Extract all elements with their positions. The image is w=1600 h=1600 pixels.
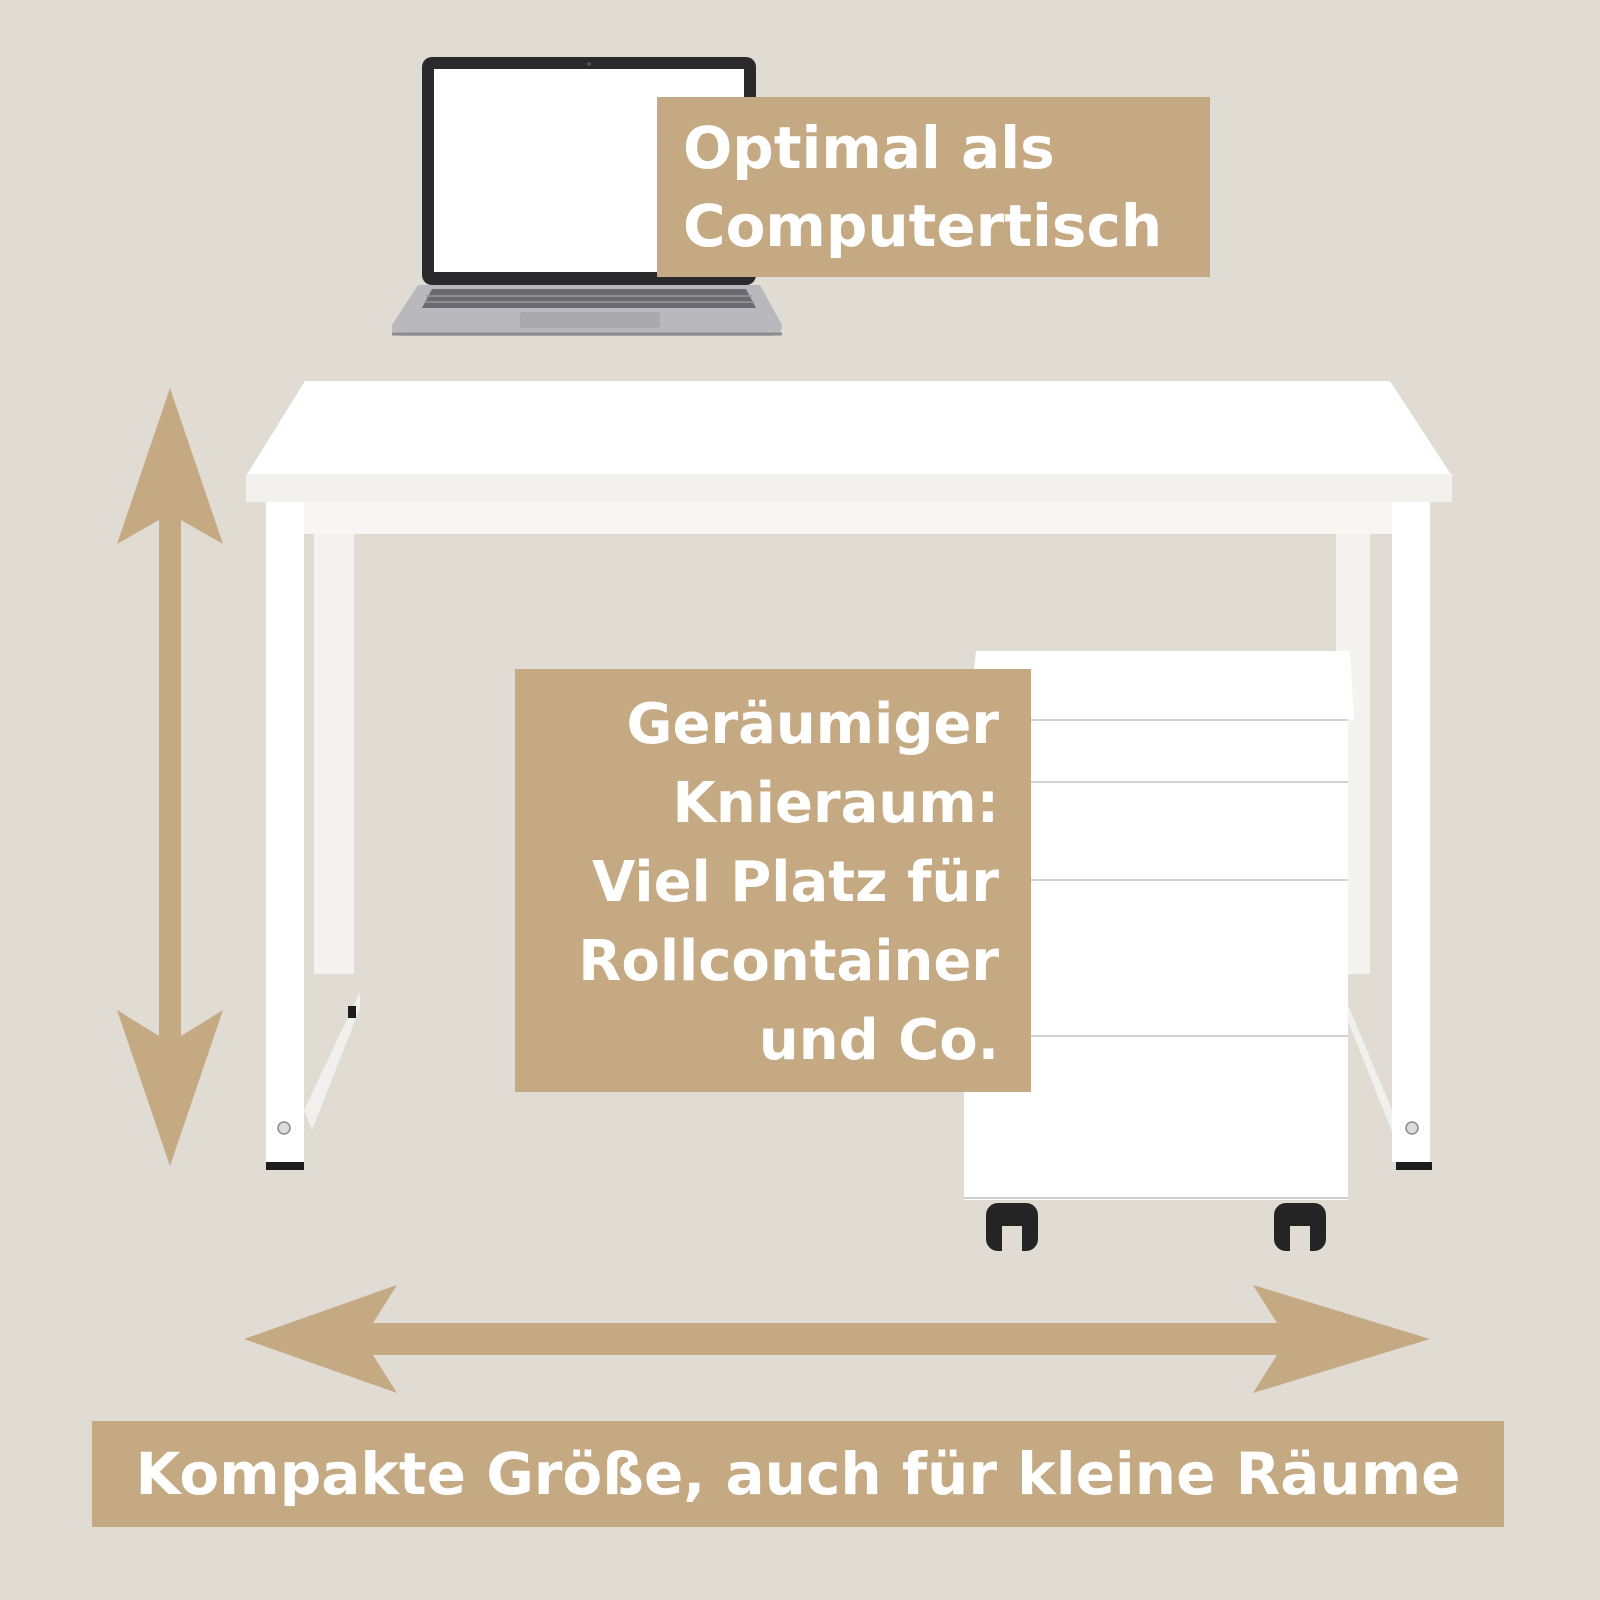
computer-desk-label-line-1: Optimal als <box>683 114 1055 182</box>
knee-space-label-line-1: Geräumiger <box>626 692 999 757</box>
computer-desk-label: Optimal als Computertisch <box>657 97 1210 277</box>
computer-desk-label-line-2: Computertisch <box>683 192 1163 260</box>
knee-space-label: Geräumiger Knieraum: Viel Platz für Roll… <box>515 669 1031 1092</box>
width-arrow-icon <box>244 1285 1430 1393</box>
knee-space-label-line-5: und Co. <box>758 1008 999 1073</box>
knee-space-label-line-3: Viel Platz für <box>592 850 999 915</box>
desk-illustration <box>246 381 1452 1170</box>
compact-size-label: Kompakte Größe, auch für kleine Räume <box>92 1421 1504 1527</box>
height-arrow-icon <box>117 388 223 1166</box>
knee-space-label-line-4: Rollcontainer <box>578 929 999 994</box>
knee-space-label-line-2: Knieraum: <box>672 771 999 836</box>
compact-size-label-text: Kompakte Größe, auch für kleine Räume <box>135 1440 1461 1508</box>
